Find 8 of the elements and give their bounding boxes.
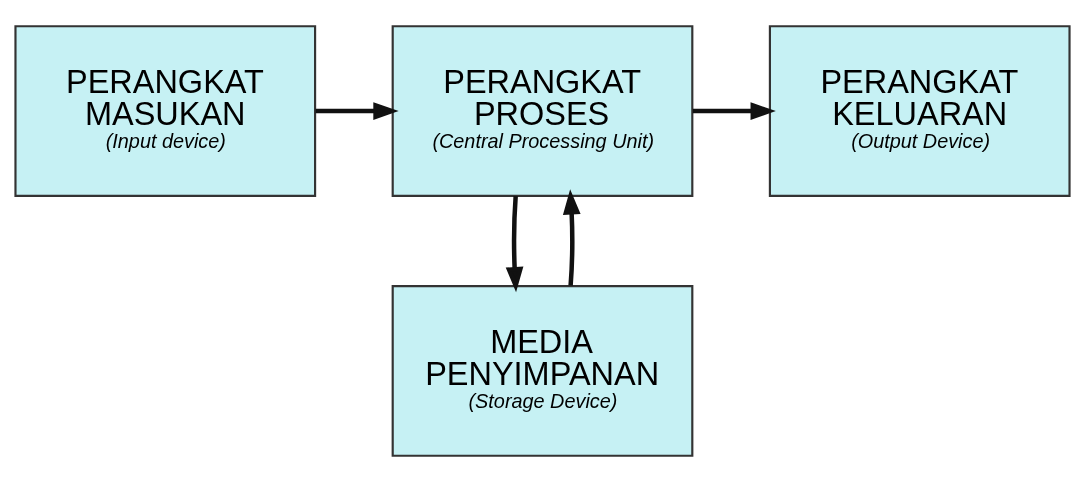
arrow [315,102,399,120]
node-box: PERANGKAT PROSES (Central Processing Unit) [391,25,694,197]
node-box: MEDIA PENYIMPANAN (Storage Device) [391,285,694,457]
arrow [505,195,524,293]
node-box: PERANGKAT KELUARAN (Output Device) [768,25,1071,197]
arrow [692,102,776,120]
arrow [562,189,581,286]
node-box: PERANGKAT MASUKAN (Input device) [14,25,317,197]
